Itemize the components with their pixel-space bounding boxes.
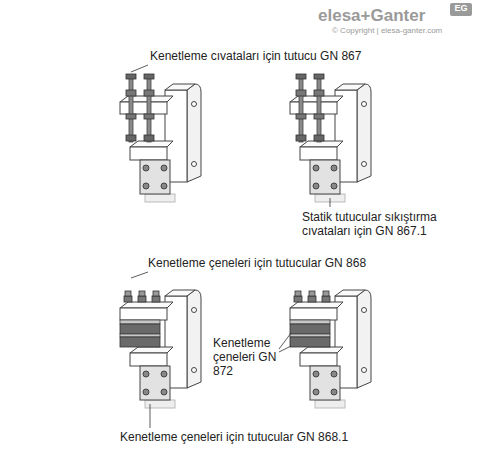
holder-gn868-1	[290, 290, 371, 408]
part-label: Kenetleme çeneleri için tutucular GN 868	[148, 256, 366, 270]
holder-gn867	[120, 74, 201, 202]
part-label: Kenetleme çeneleri GN 872	[213, 336, 277, 378]
part-label: Statik tutucular sıkıştırma cıvataları i…	[302, 210, 460, 238]
part-label: Kenetleme cıvataları için tutucu GN 867	[150, 49, 361, 63]
copyright-note: © Copyright | elesa-ganter.com	[332, 26, 442, 35]
part-label: Kenetleme çeneleri için tutucular GN 868…	[120, 430, 348, 444]
brand-logo: elesa+Ganter	[318, 6, 425, 26]
leader-lines	[131, 65, 330, 428]
holder-gn868	[120, 290, 201, 408]
logo-badge-text: EG	[450, 3, 472, 14]
holder-gn867-1	[290, 74, 371, 202]
logo-badge	[450, 3, 472, 16]
